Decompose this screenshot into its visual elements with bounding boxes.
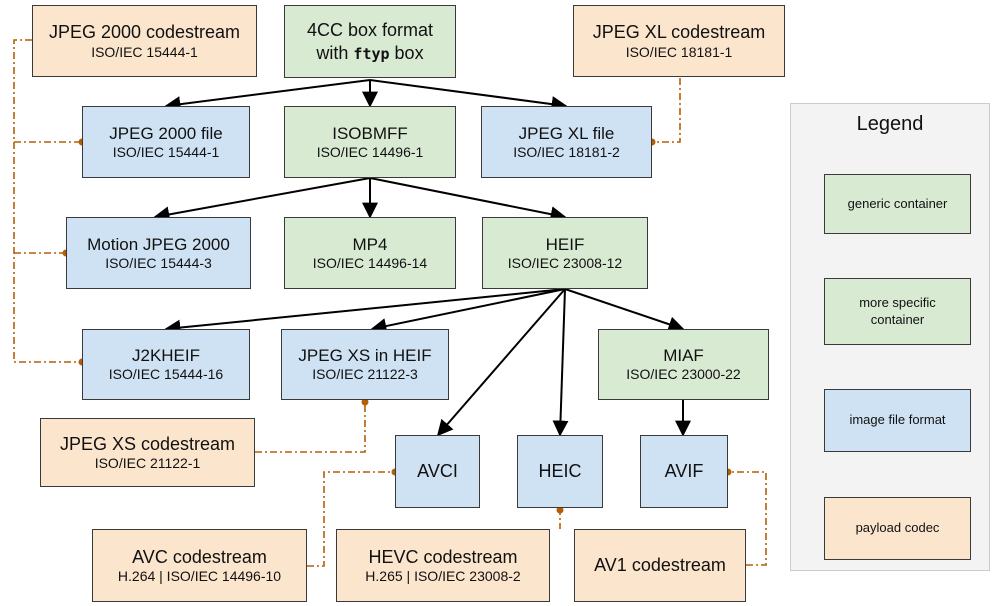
edge-fourcc-jxlfile (369, 79, 568, 113)
ftyp-code: ftyp (353, 44, 390, 63)
link-j2kcs-trunk (13, 39, 82, 363)
node-title: 4CC box format (306, 20, 434, 40)
legend-label: generic container (847, 195, 948, 211)
node-title: JPEG 2000 codestream (48, 22, 241, 42)
node-j2kheif: J2KHEIF ISO/IEC 15444-16 (82, 329, 250, 400)
node-spec: ISO/IEC 15444-1 (91, 43, 198, 60)
node-title: Motion JPEG 2000 (87, 234, 230, 254)
legend-label: image file format (849, 412, 946, 428)
node-title: MP4 (352, 234, 388, 254)
node-spec: ISO/IEC 15444-16 (108, 366, 224, 383)
node-title: HEIC (538, 461, 582, 482)
legend-label-line1: more specific (859, 295, 936, 311)
node-spec: ISO/IEC 18181-1 (625, 43, 733, 60)
node-jpeg2000-file: JPEG 2000 file ISO/IEC 15444-1 (82, 106, 250, 178)
node-title: JPEG XL file (518, 123, 615, 143)
edge-heif-j2kheif (164, 288, 566, 336)
node-title: AV1 codestream (594, 555, 726, 576)
node-jpeg2000-codestream: JPEG 2000 codestream ISO/IEC 15444-1 (32, 5, 257, 77)
node-spec: ISO/IEC 15444-1 (112, 143, 220, 160)
node-spec: ISO/IEC 23008-12 (507, 254, 623, 271)
edge-isobmff-mj2 (153, 177, 371, 223)
node-heic: HEIC (517, 435, 603, 508)
node-title: MIAF (663, 346, 704, 366)
node-title: JPEG XL codestream (592, 22, 766, 42)
node-title: ISOBMFF (332, 123, 408, 143)
node-spec: ISO/IEC 18181-2 (513, 143, 620, 160)
link-jxscs-jxsheif (255, 402, 366, 453)
edge-fourcc-j2kfile (164, 79, 371, 113)
dot-heic (556, 506, 564, 514)
edge-heif-heic (552, 288, 569, 437)
edge-isobmff-heif (369, 177, 567, 223)
edge-heif-miaf (564, 288, 685, 332)
node-spec: ISO/IEC 23000-22 (626, 366, 741, 383)
node-isobmff: ISOBMFF ISO/IEC 14496-1 (284, 106, 456, 178)
link-avccs-avci (307, 471, 395, 567)
node-4cc-box-format: 4CC box format with ftyp box (284, 5, 456, 78)
node-title: HEIF (545, 234, 585, 254)
node-title: JPEG XS in HEIF (298, 346, 432, 366)
node-avc-codestream: AVC codestream H.264 | ISO/IEC 14496-10 (92, 529, 307, 602)
node-title: J2KHEIF (131, 346, 201, 366)
node-spec: ISO/IEC 21122-1 (94, 455, 201, 471)
node-motion-jpeg2000: Motion JPEG 2000 ISO/IEC 15444-3 (66, 217, 251, 289)
node-title: JPEG XS codestream (59, 433, 236, 454)
node-spec: ISO/IEC 14496-14 (312, 254, 428, 271)
legend-specific-container: more specific container (824, 278, 971, 345)
legend-generic-container: generic container (824, 174, 971, 234)
subtitle-suffix: box (389, 42, 424, 63)
node-jpegxs-in-heif: JPEG XS in HEIF ISO/IEC 21122-3 (281, 329, 449, 400)
node-spec: ISO/IEC 15444-3 (105, 254, 212, 271)
node-spec: H.265 | ISO/IEC 23008-2 (365, 568, 521, 584)
link-av1cs-avif (728, 471, 767, 566)
node-mp4: MP4 ISO/IEC 14496-14 (284, 217, 456, 289)
subtitle-prefix: with (316, 42, 354, 63)
node-title: AVIF (664, 461, 704, 482)
legend-label: payload codec (855, 520, 940, 536)
node-miaf: MIAF ISO/IEC 23000-22 (598, 329, 769, 400)
edge-heif-avci (436, 288, 566, 437)
node-jpegxl-file: JPEG XL file ISO/IEC 18181-2 (481, 106, 652, 178)
node-jpegxl-codestream: JPEG XL codestream ISO/IEC 18181-1 (573, 5, 785, 77)
node-subtitle: with ftyp box (316, 42, 423, 65)
node-av1-codestream: AV1 codestream (574, 529, 746, 602)
node-spec: H.264 | ISO/IEC 14496-10 (117, 568, 282, 584)
edge-heif-jxsheif (370, 288, 566, 334)
node-hevc-codestream: HEVC codestream H.265 | ISO/IEC 23008-2 (336, 529, 550, 602)
node-spec: ISO/IEC 14496-1 (316, 143, 424, 160)
dot-jxsheif (361, 398, 369, 406)
node-title: JPEG 2000 file (109, 123, 223, 143)
link-jxlcs-jxlfile (652, 78, 681, 143)
node-title: HEVC codestream (368, 546, 518, 567)
node-spec: ISO/IEC 21122-3 (312, 366, 418, 383)
node-jpegxs-codestream: JPEG XS codestream ISO/IEC 21122-1 (40, 418, 255, 487)
legend-payload-codec: payload codec (824, 497, 971, 560)
node-avci: AVCI (395, 435, 480, 508)
legend-title: Legend (856, 113, 924, 135)
node-title: AVCI (417, 461, 458, 482)
legend-image-file-format: image file format (824, 389, 971, 452)
node-title: AVC codestream (132, 546, 267, 567)
legend-label-line2: container (870, 311, 925, 327)
node-heif: HEIF ISO/IEC 23008-12 (482, 217, 648, 289)
node-avif: AVIF (640, 435, 728, 508)
